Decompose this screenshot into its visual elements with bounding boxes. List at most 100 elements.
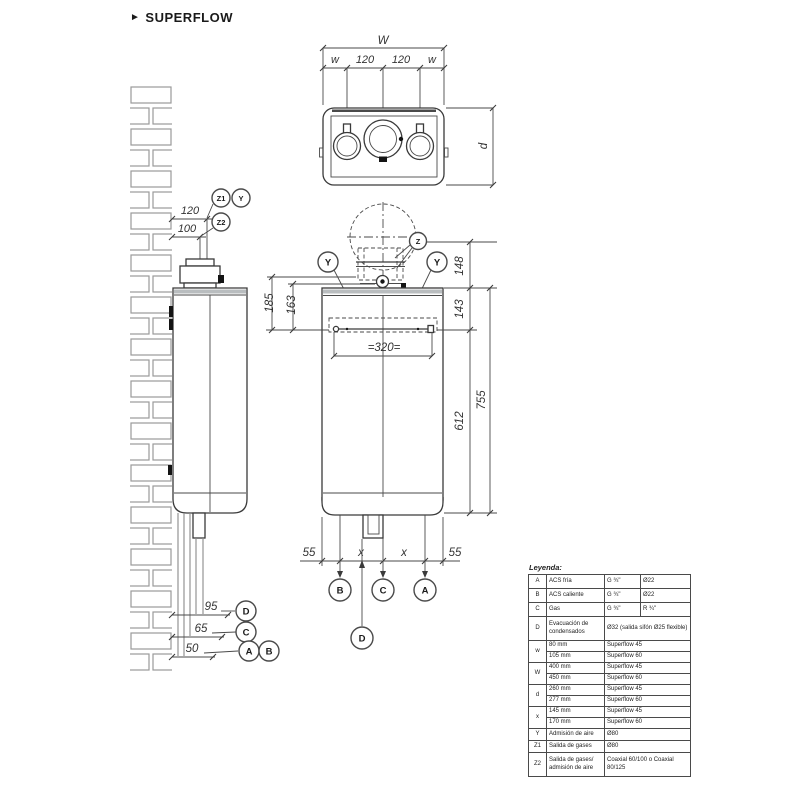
- dim-50-label: 50: [186, 643, 199, 655]
- side-view: 120 100 Z1 Y Z2: [168, 188, 280, 662]
- wall-clip-top2: [169, 319, 173, 330]
- table-row: C Gas G ¾" R ¾": [528, 602, 691, 617]
- legend-desc: Gas: [546, 602, 605, 617]
- dim-95-label: 95: [205, 601, 218, 613]
- svg-text:D: D: [243, 606, 250, 617]
- legend-value: Superflow 60: [604, 651, 691, 663]
- legend-value: Superflow 60: [604, 717, 691, 729]
- dim-55-left: 55: [303, 547, 316, 559]
- right-notch: [444, 147, 449, 158]
- dim-d-label: d: [478, 142, 490, 149]
- table-row: W 400 mm Superflow 45: [528, 662, 691, 685]
- svg-text:B: B: [266, 646, 273, 657]
- legend-key: W: [528, 662, 547, 685]
- callout-c-side: C: [235, 621, 257, 643]
- legend-desc: 450 mm: [546, 673, 605, 685]
- svg-text:C: C: [380, 585, 387, 596]
- wall-clip-bottom: [168, 465, 172, 475]
- page-title: ► SUPERFLOW: [130, 10, 233, 25]
- dim-W-label: W: [378, 35, 390, 47]
- callout-b-front: B: [328, 578, 352, 602]
- top-view-rear-edge: [332, 109, 436, 112]
- table-row: Z2 Salida de gases/ admisión de aire Coa…: [528, 752, 691, 777]
- dim-185-label: 185: [264, 293, 276, 313]
- legend-key: B: [528, 588, 547, 603]
- callout-z1: Z1: [211, 188, 231, 208]
- legend-value: Ø80: [604, 740, 691, 753]
- legend-desc: ACS fría: [546, 574, 605, 589]
- legend-value: G ¾": [604, 602, 641, 617]
- table-row: 170 mm Superflow 60: [529, 717, 691, 729]
- callout-a-front: A: [413, 578, 437, 602]
- title-marker-icon: ►: [130, 12, 141, 23]
- legend-key: A: [528, 574, 547, 589]
- legend-key: Z1: [528, 740, 547, 753]
- legend-desc: 400 mm: [546, 662, 605, 674]
- callout-y-front-right: Y: [426, 251, 448, 273]
- table-row: 105 mm Superflow 60: [529, 651, 691, 663]
- legend-value: Superflow 60: [604, 695, 691, 707]
- legend-desc: Evacuación de condensados: [546, 616, 605, 641]
- dim-163-label: 163: [286, 295, 298, 315]
- legend-value: Coaxial 60/100 o Coaxial 80/125: [604, 752, 691, 777]
- dim-55-right: 55: [449, 547, 462, 559]
- front-boiler-body: [321, 287, 444, 501]
- callout-c-front: C: [371, 578, 395, 602]
- legend-title: Leyenda:: [529, 563, 562, 572]
- air-intake-port: [332, 123, 362, 161]
- front-top-band: [323, 289, 442, 294]
- legend-value: Superflow 45: [604, 662, 691, 674]
- front-drain-stub: [362, 514, 384, 539]
- legend-desc: 105 mm: [546, 651, 605, 663]
- legend-key: d: [528, 684, 547, 707]
- legend-desc: 80 mm: [546, 640, 605, 652]
- dim-120-left: 120: [356, 54, 375, 66]
- wall-surface: [130, 85, 172, 672]
- legend-desc: 170 mm: [546, 717, 605, 729]
- table-row: Z1 Salida de gases Ø80: [528, 740, 691, 753]
- legend-key: x: [528, 706, 547, 729]
- legend-value: Ø22: [640, 588, 691, 603]
- svg-text:Z: Z: [416, 237, 421, 246]
- dim-65-label: 65: [195, 623, 208, 635]
- wall-clip-top: [169, 306, 173, 317]
- side-flue-connection: [179, 258, 224, 289]
- dim-612-label: 612: [454, 411, 466, 431]
- legend-value: G ¾": [604, 574, 641, 589]
- dim-320-label: =320=: [368, 342, 401, 354]
- front-view: Z Y Y: [264, 202, 497, 650]
- callout-d-side: D: [235, 600, 257, 622]
- mounting-bracket: [328, 317, 438, 334]
- dim-120-right: 120: [392, 54, 411, 66]
- dim-x-left: x: [357, 547, 365, 559]
- dim-w-right: w: [428, 54, 437, 66]
- dim-148-label: 148: [454, 256, 466, 276]
- dim-w-left: w: [331, 54, 340, 66]
- legend-desc: Admisión de aire: [546, 728, 605, 741]
- legend-value: Ø32 (salida sifón Ø25 flexible): [604, 616, 691, 641]
- legend: Leyenda: A ACS fría G ¾" Ø22 B ACS calie…: [528, 563, 691, 777]
- callout-d-front: D: [350, 626, 374, 650]
- table-row: 277 mm Superflow 60: [529, 695, 691, 707]
- table-row: w 80 mm Superflow 45: [528, 640, 691, 663]
- table-row: B ACS caliente G ¾" Ø22: [528, 588, 691, 603]
- table-row: x 145 mm Superflow 45: [528, 706, 691, 729]
- table-row: D Evacuación de condensados Ø32 (salida …: [528, 616, 691, 641]
- legend-key: Z2: [528, 752, 547, 777]
- callout-b-side: B: [258, 640, 280, 662]
- legend-key: Y: [528, 728, 547, 741]
- title-text: SUPERFLOW: [145, 10, 233, 25]
- callout-a-side: A: [238, 640, 260, 662]
- svg-text:D: D: [359, 633, 366, 644]
- legend-desc: 277 mm: [546, 695, 605, 707]
- side-top-band: [174, 289, 246, 294]
- top-view: W w 120 120 w: [319, 35, 497, 189]
- legend-key: D: [528, 616, 547, 641]
- svg-text:Y: Y: [325, 257, 332, 268]
- table-row: 450 mm Superflow 60: [529, 673, 691, 685]
- dim-755-label: 755: [476, 390, 488, 410]
- callout-y-front-left: Y: [317, 251, 339, 273]
- top-view-inner-frame: [330, 115, 438, 178]
- svg-text:Z2: Z2: [217, 218, 226, 227]
